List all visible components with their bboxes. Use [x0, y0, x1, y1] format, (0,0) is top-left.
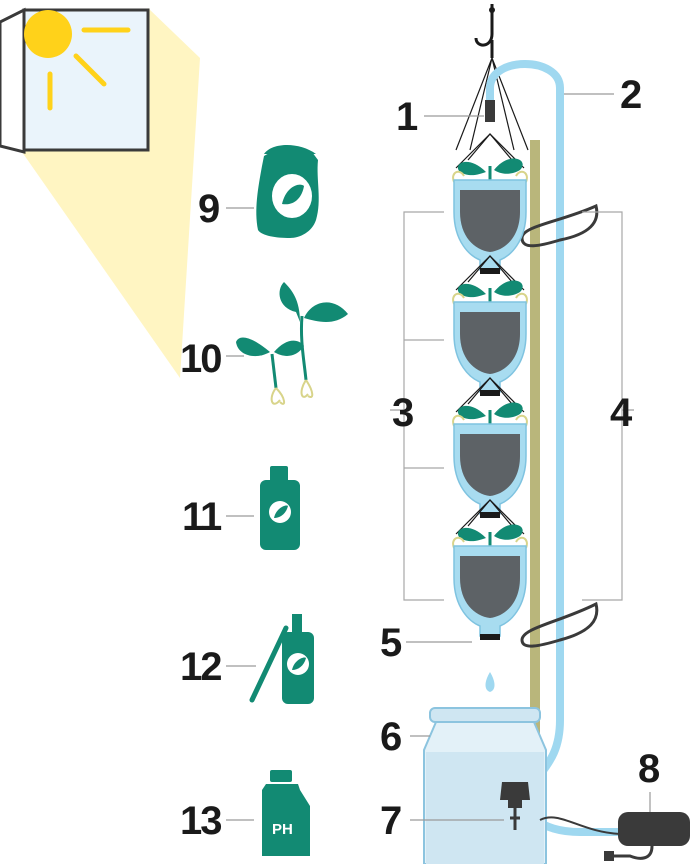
- soil-bag-icon: [256, 145, 319, 238]
- label-6: 6: [380, 715, 401, 759]
- support-pole: [530, 140, 540, 825]
- pipe-clamp-top: [520, 203, 599, 248]
- tube-end-cap: [485, 100, 495, 122]
- label-12: 12: [180, 645, 221, 689]
- label-9: 9: [198, 187, 219, 231]
- water-pump-icon: [500, 782, 530, 830]
- power-adapter-icon: [539, 812, 690, 861]
- water-drop-icon: [485, 672, 495, 692]
- label-13: 13: [180, 799, 221, 843]
- label-4: 4: [610, 391, 633, 435]
- label-8: 8: [638, 747, 660, 791]
- pipe-clamp-bottom: [520, 601, 599, 648]
- ph-label: PH: [272, 821, 293, 838]
- label-1: 1: [396, 95, 418, 139]
- bracket-4: [582, 211, 623, 601]
- label-10: 10: [180, 337, 221, 381]
- label-3: 3: [392, 391, 413, 435]
- leader-lines: [226, 93, 651, 821]
- bottle-planter-icon: [451, 498, 529, 642]
- fertilizer-bottle-icon: [260, 466, 300, 550]
- bracket-3: [403, 211, 444, 601]
- bottle-planter-icon: [451, 376, 529, 520]
- label-7: 7: [380, 799, 401, 843]
- bottle-planter-icon: [451, 254, 529, 398]
- label-5: 5: [380, 621, 402, 665]
- dropper-icon: [249, 614, 314, 704]
- hook-icon: [455, 4, 529, 151]
- label-2: 2: [620, 73, 641, 117]
- sun-icon: [24, 10, 131, 111]
- ph-jug-icon: PH: [262, 770, 310, 856]
- bottle-planter-icon: [451, 132, 529, 276]
- seedlings-icon: [236, 282, 348, 405]
- window-icon: [0, 7, 200, 378]
- label-11: 11: [182, 495, 222, 539]
